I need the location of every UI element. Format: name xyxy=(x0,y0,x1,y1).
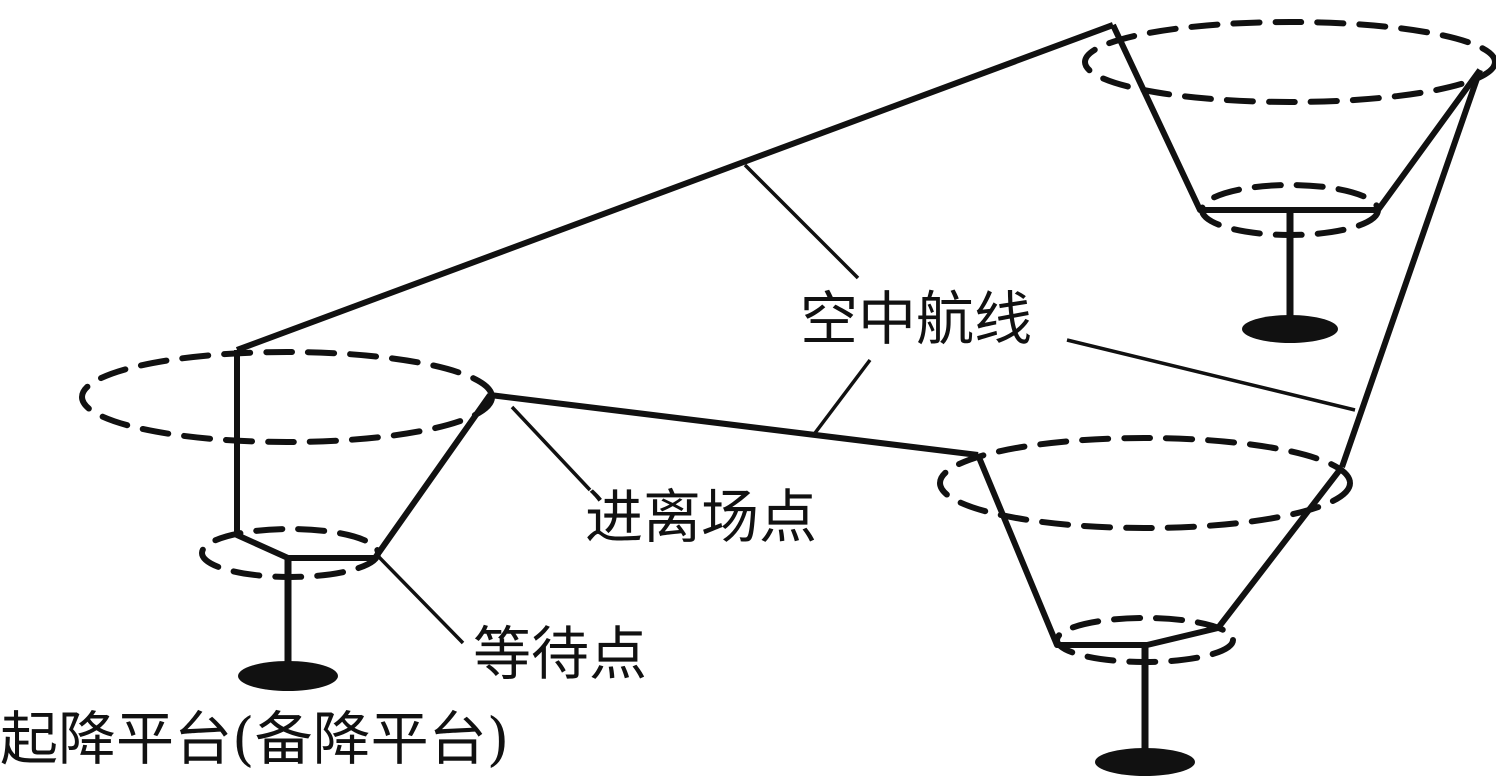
air-route-right xyxy=(1339,69,1483,468)
label-air-route: 空中航线 xyxy=(800,285,1033,353)
upper-dashed-ellipse xyxy=(1082,19,1496,105)
station-left xyxy=(79,349,495,691)
label-holding-point: 等待点 xyxy=(473,620,648,688)
air-route-middle xyxy=(489,392,979,458)
flight-path xyxy=(234,350,493,561)
platform-base xyxy=(1095,748,1195,776)
platform-base xyxy=(238,661,338,691)
upper-dashed-ellipse xyxy=(937,435,1353,531)
station-top-right xyxy=(1082,19,1496,343)
leader-air-route-1 xyxy=(743,163,860,280)
platform-base xyxy=(1242,315,1338,343)
upper-dashed-ellipse xyxy=(79,349,495,445)
label-platform: 起降平台(备降平台) xyxy=(0,705,510,773)
leader-air-route-2 xyxy=(1066,338,1356,412)
label-approach-departure-point: 进离场点 xyxy=(585,483,818,551)
flight-path xyxy=(1110,23,1483,213)
flight-path xyxy=(975,453,1345,648)
leader-air-route-3 xyxy=(813,358,872,435)
air-route-top xyxy=(235,22,1115,353)
leader-holding-point xyxy=(376,554,465,645)
leader-approach-point xyxy=(510,405,592,492)
station-bottom-right xyxy=(937,435,1353,776)
